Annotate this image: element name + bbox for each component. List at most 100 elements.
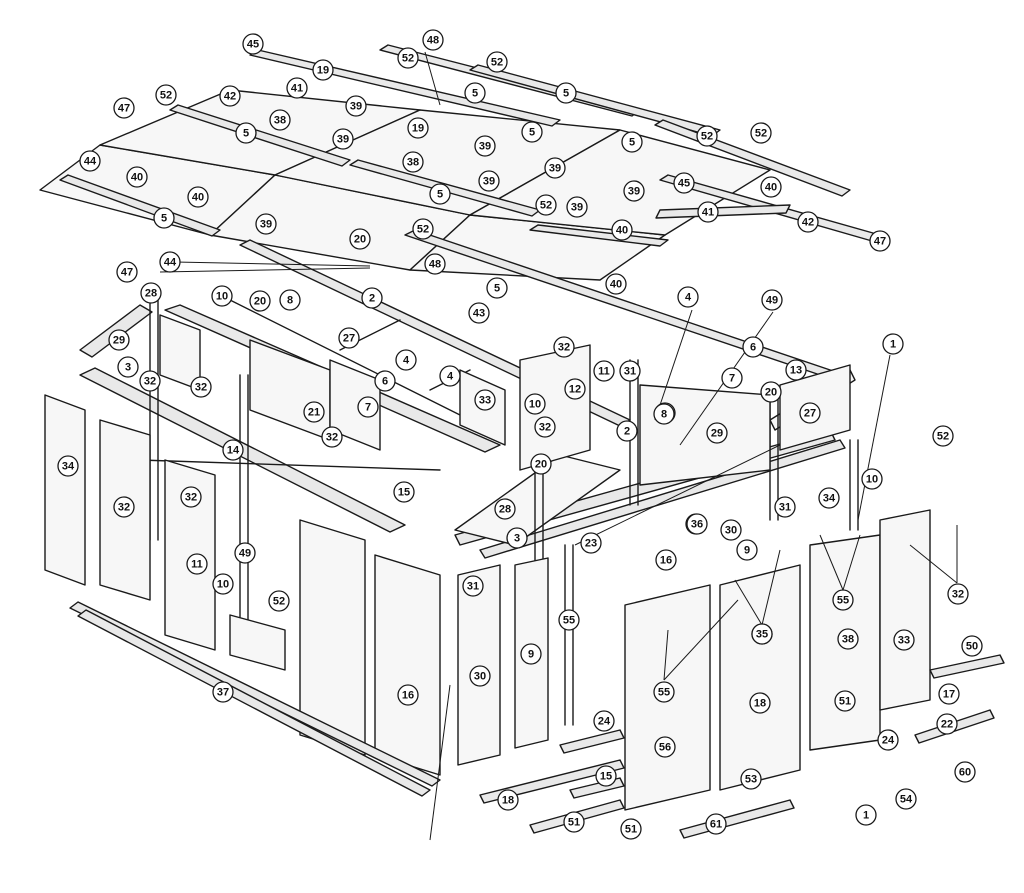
callout-circle: [563, 811, 585, 833]
callout-number: 45: [678, 178, 690, 190]
callout-14: 14: [222, 439, 244, 461]
callout-number: 6: [750, 342, 756, 354]
callout-number: 9: [528, 649, 534, 661]
callout-number: 47: [874, 236, 886, 248]
callout-number: 5: [629, 137, 635, 149]
callout-number: 52: [491, 57, 503, 69]
callout-50: 50: [961, 635, 983, 657]
callout-number: 29: [711, 428, 723, 440]
callout-41: 41: [286, 77, 308, 99]
gable-end-front: [454, 454, 621, 546]
callout-28: 28: [140, 282, 162, 304]
callout-circle: [338, 327, 360, 349]
callout-54: 54: [895, 788, 917, 810]
callout-47: 47: [869, 230, 891, 252]
callout-number: 5: [563, 88, 569, 100]
callout-number: 21: [308, 407, 320, 419]
callout-circle: [249, 290, 271, 312]
callout-52: 52: [155, 84, 177, 106]
callout-circle: [553, 336, 575, 358]
callout-16: 16: [397, 684, 419, 706]
callout-15: 15: [393, 481, 415, 503]
callout-4: 4: [677, 286, 699, 308]
callout-circle: [797, 211, 819, 233]
callout-number: 2: [624, 426, 630, 438]
callout-12: 12: [564, 378, 586, 400]
callout-circle: [932, 425, 954, 447]
callout-11: 11: [593, 360, 615, 382]
callout-number: 10: [866, 474, 878, 486]
callout-38: 38: [837, 628, 859, 650]
callout-circle: [544, 157, 566, 179]
callout-circle: [397, 47, 419, 69]
callout-circle: [760, 176, 782, 198]
callout-48: 48: [424, 253, 446, 275]
callout-52: 52: [696, 125, 718, 147]
callout-number: 52: [273, 596, 285, 608]
callout-43: 43: [468, 302, 490, 324]
callout-circle: [108, 329, 130, 351]
callout-4: 4: [395, 349, 417, 371]
callout-number: 12: [569, 384, 581, 396]
callout-32: 32: [139, 370, 161, 392]
callout-47: 47: [113, 97, 135, 119]
callout-number: 52: [402, 53, 414, 65]
callout-44: 44: [159, 251, 181, 273]
callout-circle: [429, 183, 451, 205]
callout-number: 5: [472, 88, 478, 100]
callout-number: 51: [839, 696, 851, 708]
callout-number: 18: [502, 795, 514, 807]
callout-40: 40: [611, 219, 633, 241]
callout-32: 32: [553, 336, 575, 358]
callout-number: 5: [437, 189, 443, 201]
callout-circle: [212, 681, 234, 703]
callout-1: 1: [882, 333, 904, 355]
callout-34: 34: [57, 455, 79, 477]
callout-20: 20: [760, 381, 782, 403]
callout-circle: [57, 455, 79, 477]
callout-circle: [555, 82, 577, 104]
callout-31: 31: [462, 575, 484, 597]
callout-circle: [740, 768, 762, 790]
callout-circle: [750, 122, 772, 144]
callout-22: 22: [936, 713, 958, 735]
door-panel-38: [879, 509, 931, 711]
callout-number: 22: [941, 719, 953, 731]
callout-number: 56: [659, 742, 671, 754]
callout-circle: [357, 396, 379, 418]
base-rail-15: [479, 759, 625, 804]
callout-number: 51: [568, 817, 580, 829]
rafter-brace: [229, 299, 471, 421]
callout-number: 27: [343, 333, 355, 345]
callout-number: 11: [191, 559, 203, 571]
callout-number: 7: [729, 373, 735, 385]
callout-number: 47: [118, 103, 130, 115]
callout-circle: [478, 170, 500, 192]
callout-circle: [332, 128, 354, 150]
callout-number: 11: [598, 366, 610, 378]
callout-circle: [279, 289, 301, 311]
wall-panel-33: [374, 554, 441, 776]
callout-13: 13: [785, 359, 807, 381]
callout-number: 52: [937, 431, 949, 443]
callout-number: 13: [790, 365, 802, 377]
callout-number: 20: [765, 387, 777, 399]
callout-48: 48: [422, 29, 444, 51]
callout-52: 52: [486, 51, 508, 73]
callout-number: 32: [185, 492, 197, 504]
callout-16: 16: [655, 549, 677, 571]
callout-circle: [706, 422, 728, 444]
callout-number: 55: [837, 595, 849, 607]
callout-number: 15: [600, 771, 612, 783]
callout-32: 32: [534, 416, 556, 438]
callout-32: 32: [321, 426, 343, 448]
callout-circle: [620, 818, 642, 840]
callout-circle: [412, 218, 434, 240]
callout-number: 50: [966, 641, 978, 653]
callout-number: 9: [744, 545, 750, 557]
callout-circle: [234, 542, 256, 564]
callout-circle: [439, 365, 461, 387]
callout-40: 40: [187, 186, 209, 208]
